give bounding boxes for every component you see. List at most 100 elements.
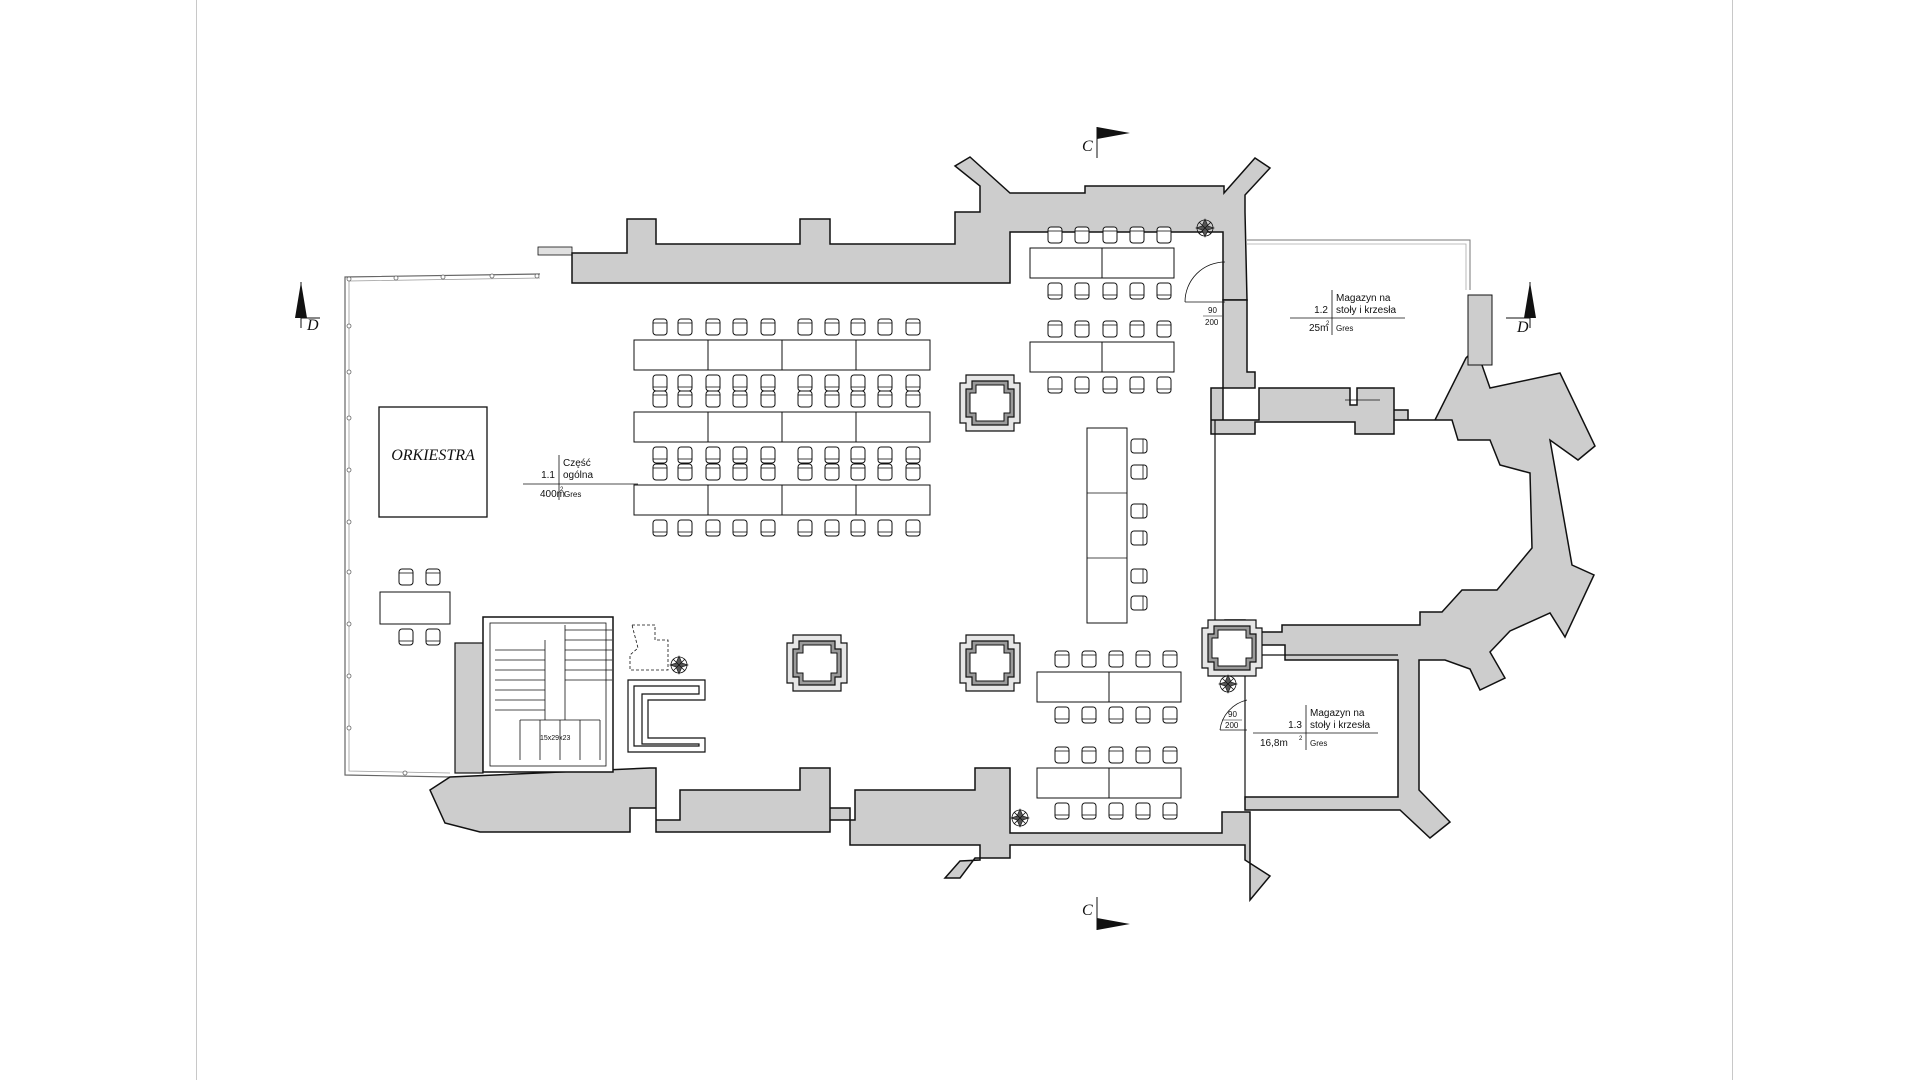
storage-1-2-outline	[1247, 239, 1493, 366]
chair	[905, 519, 921, 537]
svg-text:25m: 25m	[1309, 323, 1328, 334]
svg-text:Część: Część	[563, 458, 591, 469]
chair	[705, 374, 721, 392]
chair	[877, 463, 893, 481]
chair	[824, 318, 840, 336]
chair	[760, 390, 776, 408]
chair	[652, 374, 668, 392]
wall-apse	[1210, 299, 1596, 839]
wall-north	[571, 156, 1272, 301]
chair	[1047, 320, 1063, 338]
svg-text:400m: 400m	[540, 489, 565, 500]
chair	[905, 390, 921, 408]
chair	[732, 519, 748, 537]
chair	[1047, 282, 1063, 300]
table	[633, 484, 709, 516]
chair	[850, 519, 866, 537]
chair	[797, 318, 813, 336]
long-table	[1086, 427, 1148, 624]
table	[1029, 341, 1103, 373]
chair	[797, 519, 813, 537]
chair	[677, 318, 693, 336]
chair	[877, 446, 893, 464]
chair	[1129, 320, 1145, 338]
chair	[677, 463, 693, 481]
sheet-border-right	[1732, 0, 1733, 1080]
chair	[1129, 282, 1145, 300]
chair	[850, 318, 866, 336]
chair	[797, 390, 813, 408]
chair	[1129, 226, 1145, 244]
chair	[1108, 706, 1124, 724]
chair	[824, 374, 840, 392]
chair	[1074, 320, 1090, 338]
aisle-tables	[1029, 226, 1182, 820]
chair	[732, 390, 748, 408]
doors	[1184, 261, 1380, 731]
orchestra-area: ORKIESTRA	[378, 406, 488, 518]
chair	[1054, 802, 1070, 820]
chair	[877, 390, 893, 408]
chair	[652, 446, 668, 464]
chair	[1135, 802, 1151, 820]
wall-south	[429, 767, 1272, 903]
chair	[1156, 320, 1172, 338]
chair	[1162, 746, 1178, 764]
chair	[1102, 282, 1118, 300]
room-label-1-2: 1.2 Magazyn na stoły i krzesła 25m 2 Gre…	[1290, 290, 1405, 335]
chair	[877, 519, 893, 537]
svg-text:1.2: 1.2	[1314, 305, 1328, 316]
svg-text:D: D	[306, 317, 319, 334]
chair	[797, 463, 813, 481]
room-label-1-1: 1.1 Część ogólna 400m 2 Gres	[523, 455, 638, 500]
orchestra-label: ORKIESTRA	[391, 447, 475, 464]
bar-counter	[627, 679, 706, 753]
chair	[760, 463, 776, 481]
table	[855, 484, 931, 516]
chair	[760, 519, 776, 537]
chair	[797, 446, 813, 464]
chair	[705, 463, 721, 481]
chair	[760, 374, 776, 392]
svg-text:stoły i krzesła: stoły i krzesła	[1336, 305, 1396, 316]
section-marker-c-top: C	[1082, 127, 1130, 158]
chair	[824, 519, 840, 537]
chair	[1108, 802, 1124, 820]
chair	[905, 318, 921, 336]
chair	[677, 390, 693, 408]
table	[1029, 247, 1103, 279]
dashed-statue	[629, 624, 669, 671]
chair	[905, 374, 921, 392]
chair	[1135, 706, 1151, 724]
chair	[797, 374, 813, 392]
svg-text:Gres: Gres	[1336, 324, 1353, 333]
svg-text:1.3: 1.3	[1288, 720, 1302, 731]
chair	[1074, 226, 1090, 244]
chair	[1108, 746, 1124, 764]
tent-outline	[344, 246, 573, 778]
table	[1108, 671, 1182, 703]
svg-text:2: 2	[1299, 736, 1303, 742]
chair	[1081, 650, 1097, 668]
table	[1101, 341, 1175, 373]
section-marker-c-bottom: C	[1082, 897, 1130, 930]
chair	[1108, 650, 1124, 668]
chair	[1162, 650, 1178, 668]
svg-text:ogólna: ogólna	[563, 470, 593, 481]
svg-text:D: D	[1516, 319, 1529, 336]
chair	[677, 374, 693, 392]
table	[1101, 247, 1175, 279]
chair	[1102, 320, 1118, 338]
svg-text:stoły i krzesła: stoły i krzesła	[1310, 720, 1370, 731]
chair	[732, 463, 748, 481]
chair	[760, 318, 776, 336]
chair	[850, 463, 866, 481]
svg-text:Gres: Gres	[564, 490, 581, 499]
chair	[705, 318, 721, 336]
chair	[732, 374, 748, 392]
svg-text:2: 2	[560, 487, 564, 493]
chair	[732, 446, 748, 464]
chair	[677, 519, 693, 537]
chair	[1135, 650, 1151, 668]
